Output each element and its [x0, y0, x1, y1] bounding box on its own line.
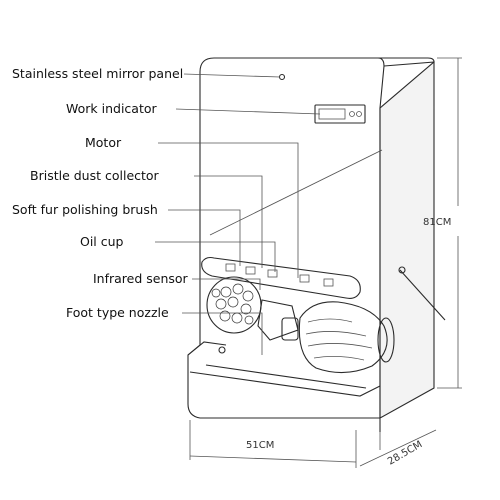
dimension-height: 81CM: [423, 217, 451, 228]
rail-box-1: [225, 263, 236, 272]
leader-nozzle: [182, 312, 263, 355]
nozzle-block: [257, 299, 299, 341]
dimension-lines: [189, 57, 462, 468]
leader-lines: [155, 73, 321, 355]
machine-body: [187, 57, 446, 419]
rail-box-4: [299, 274, 310, 283]
dimension-width: 51CM: [246, 440, 274, 451]
label-motor: Motor: [85, 135, 122, 150]
leader-mirror: [183, 73, 281, 78]
label-mirror-panel: Stainless steel mirror panel: [12, 66, 183, 81]
brush-housing: [201, 256, 361, 299]
label-bristle-dust-collector: Bristle dust collector: [30, 168, 160, 183]
label-work-indicator: Work indicator: [66, 101, 158, 116]
mirror-screw: [278, 73, 286, 81]
dimension-depth: 28.5CM: [386, 439, 424, 467]
tray-left-lip: [187, 341, 227, 356]
tray-peg: [218, 346, 226, 354]
work-indicator-panel: [314, 104, 366, 124]
top-edge: [378, 57, 435, 67]
leader-soft-fur: [168, 209, 241, 266]
label-foot-nozzle: Foot type nozzle: [66, 305, 169, 320]
rail-box-5: [323, 278, 334, 287]
label-soft-fur-brush: Soft fur polishing brush: [12, 202, 158, 217]
soft-fur-brush-right: [298, 301, 395, 374]
side-handle-line: [399, 269, 446, 321]
front-face: [187, 57, 385, 419]
side-knob: [398, 266, 406, 274]
leader-indicator: [175, 108, 321, 115]
housing-rail: [201, 256, 361, 299]
leader-dust: [194, 175, 263, 268]
bristle-brush-left: [206, 276, 262, 334]
leader-oil-cup: [155, 241, 276, 272]
base-tray: [187, 341, 381, 432]
rail-box-2: [245, 266, 256, 275]
mirror-reflection-line: [209, 149, 383, 236]
tray-front-edge: [189, 371, 381, 397]
base-bottom: [200, 417, 381, 432]
side-panel: [379, 60, 435, 419]
leader-infrared: [192, 278, 261, 290]
leader-motor: [158, 142, 299, 278]
tray-inner-edge: [205, 364, 367, 389]
label-infrared-sensor: Infrared sensor: [93, 271, 189, 286]
rail-box-3: [267, 269, 278, 278]
label-oil-cup: Oil cup: [80, 234, 124, 249]
